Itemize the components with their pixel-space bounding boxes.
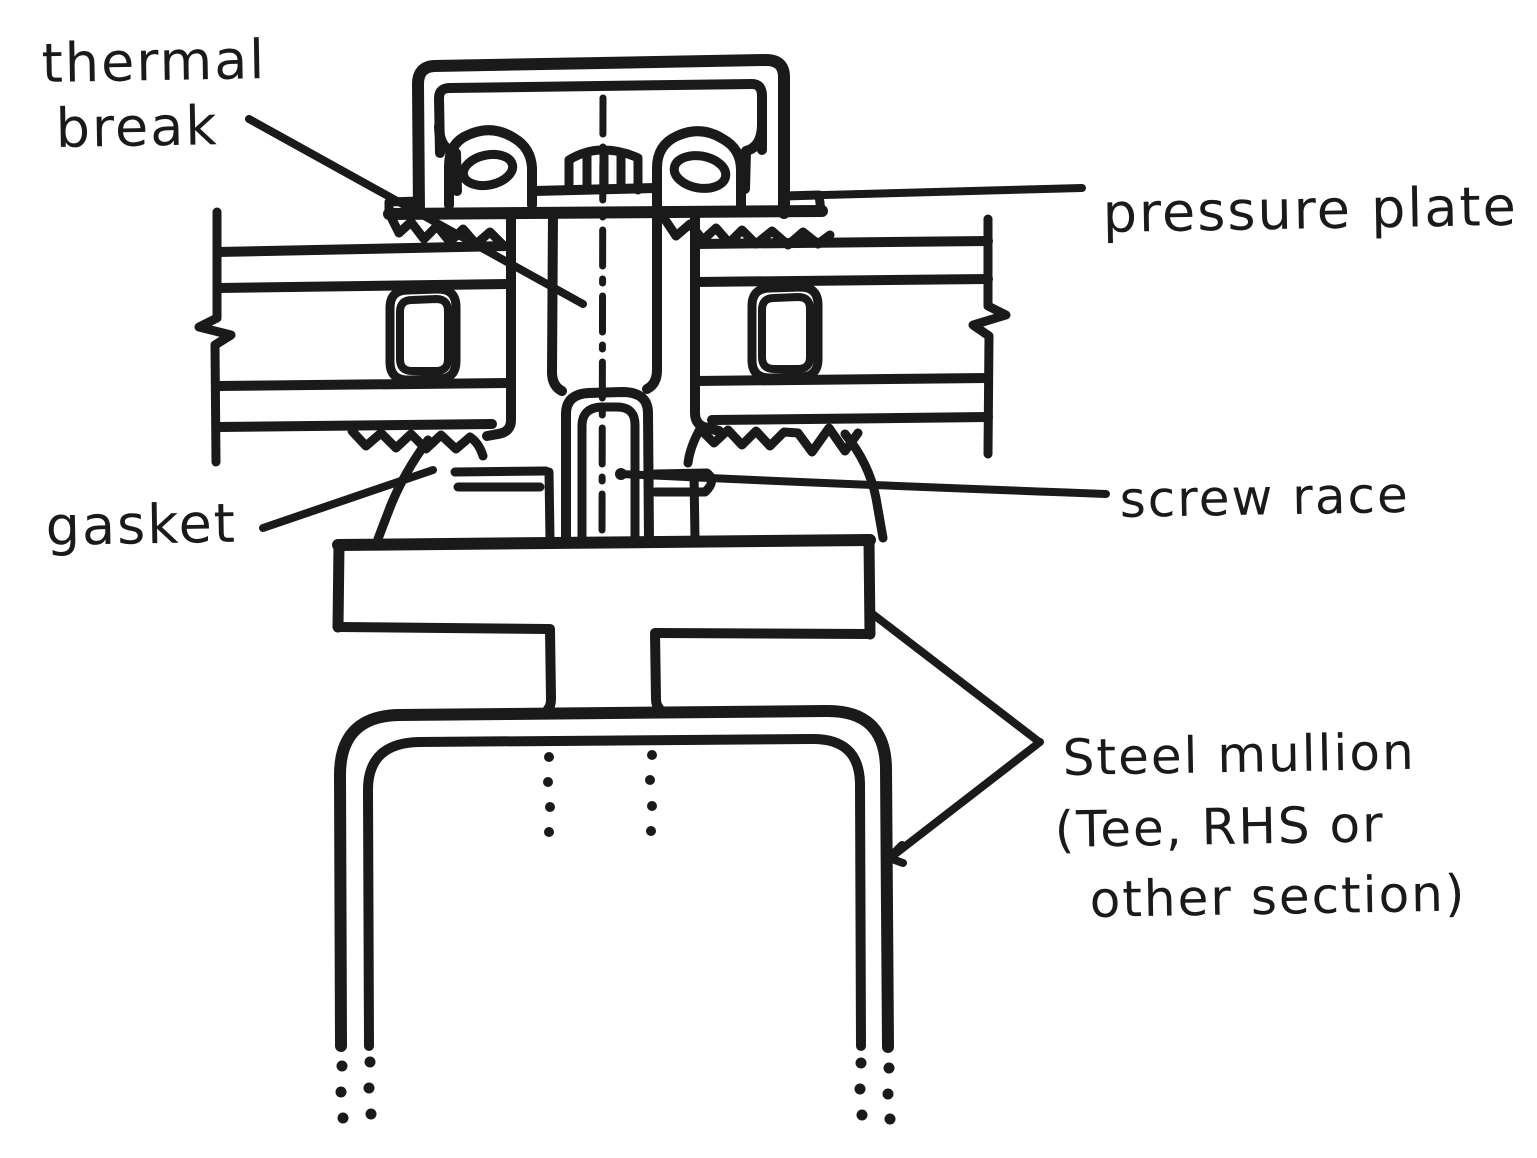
thermal-break-right-wall [642,208,662,394]
cap-hook-right [740,119,767,194]
glass-right-end-edge [690,209,724,436]
break-line-left [194,207,236,467]
glass-left-line-3 [213,378,513,391]
bolt-centerline [598,94,607,540]
gasket-lower-left-fingers [347,426,488,461]
cap-outer-outline [412,54,790,219]
tee-stem-right [650,628,664,713]
gasket-upper-left [386,125,537,250]
leader-mullion-upper [866,608,1042,745]
thermal-break-left-wall [547,208,567,396]
spacer-left-inner [396,295,452,375]
glass-left-line-2 [213,279,513,293]
rhs-outer-wall [334,704,894,1053]
rhs-tube [334,704,896,1125]
glass-unit-right [690,209,993,436]
foot-left-ledge-top [450,466,551,477]
tee-flange-right [863,534,876,640]
rhs-inner-wall [363,733,866,1051]
cap-inner-outline [434,79,767,158]
gasket-upper-left-lobe [444,125,537,210]
leader-mullion-lower [886,738,1044,862]
spacer-right-inner [758,293,814,373]
tee-stem-hidden-dots [543,750,657,837]
glass-left-end-edge [482,209,516,441]
glass-unit-left [213,209,516,441]
spacer-right-outer [747,282,823,383]
gasket-lower-right [683,423,888,543]
tee-flange-bottom-right [651,628,875,639]
tee-flange-top [332,534,876,551]
glass-right-line-2 [691,274,993,287]
label-pressure-plate: pressure plate [1102,175,1518,245]
label-steel-mullion-line1: Steel mullion [1062,723,1416,787]
pressure-plate-cap [412,54,790,219]
gasket-upper-right-hole [669,151,731,193]
glass-right-line-1 [691,236,993,249]
foot-left-vertical [544,467,555,544]
screw-race-inner [577,402,640,545]
label-gasket: gasket [45,492,237,558]
leader-gasket [259,466,437,532]
gasket-upper-left-fingers [386,212,508,250]
rhs-hidden-dots [335,1056,896,1125]
gasket-upper-right-lobe [652,126,746,212]
leader-thermal-break [245,115,587,308]
foot-right-vertical [689,469,700,544]
gasket-lower-left-tail [373,435,433,544]
tee-flange-bottom-left [333,622,553,634]
glass-left-line-4 [213,419,497,432]
tee-flange-left [332,539,345,633]
gasket-lower-right-fingers [695,423,863,457]
label-screw-race: screw race [1119,466,1410,529]
leader-pressure-plate [782,184,1086,200]
tee-stem-left [543,624,556,714]
plate-left-stub [384,196,424,219]
label-steel-mullion-line2: (Tee, RHS or [1054,795,1385,859]
tee-mullion [332,534,876,837]
thermal-break [547,208,662,396]
screw-race [561,387,654,546]
leader-lines [245,115,1110,867]
leader-mullion-arrowhead [885,841,907,867]
label-thermal-break-line2: break [55,94,219,160]
labels: thermal break pressure plate gasket scre… [41,28,1518,929]
break-line-right [968,214,1011,459]
gasket-lower-right-tail [840,429,888,543]
glass-left-line-1 [213,241,513,257]
glass-right-line-4 [707,412,993,425]
gasket-upper-left-hole [458,149,518,191]
glass-right-line-3 [691,373,993,386]
gasket-lower-left [347,426,488,544]
label-thermal-break-line1: thermal [41,28,267,95]
gasket-lower-right-edge [683,424,705,468]
spacer-left-outer [385,284,461,385]
leader-screw-race [617,470,1110,498]
label-steel-mullion-line3: other section) [1089,864,1467,929]
screw-race-outer [561,387,654,546]
